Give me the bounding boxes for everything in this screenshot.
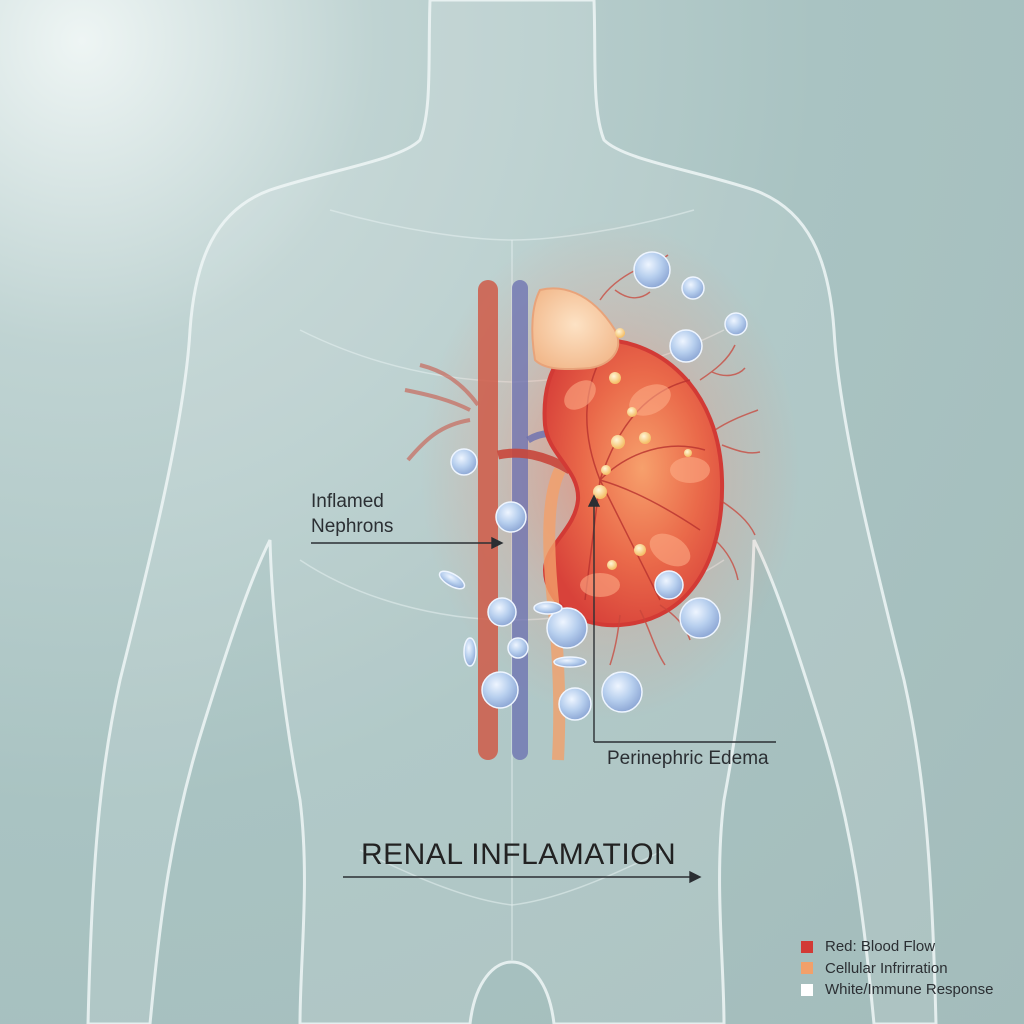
legend-label: White/Immune Response [825,981,994,999]
adrenal-gland [531,287,620,370]
diagram-title: RENAL INFLAMATION [361,838,677,871]
legend-swatch-red [801,940,813,953]
inflamed-nephrons-line2: Nephrons [311,516,394,537]
kidney [542,337,725,761]
legend-item-immune-response: White/Immune Response [801,979,993,1001]
edema-arrowhead [587,494,601,507]
legend-item-blood-flow: Red: Blood Flow [801,936,993,958]
aorta [478,280,498,760]
nephrons-arrowhead [491,536,504,550]
title-arrowhead [689,870,702,884]
inflamed-nephrons-line1: Inflamed [311,491,384,512]
immune-cells [438,251,748,721]
inflamed-nephrons-label: Inflamed Nephrons [311,489,393,539]
legend-label: Red: Blood Flow [825,938,936,956]
legend: Red: Blood Flow Cellular Infrirration Wh… [801,936,993,1001]
legend-item-cellular-infiltration: Cellular Infrirration [801,958,993,980]
legend-label: Cellular Infrirration [825,959,948,977]
legend-swatch-orange [801,962,813,975]
perinephric-edema-label: Perinephric Edema [607,748,769,769]
infiltrate-dots [593,328,692,570]
legend-swatch-white [801,983,813,996]
callout-arrows [311,494,776,884]
